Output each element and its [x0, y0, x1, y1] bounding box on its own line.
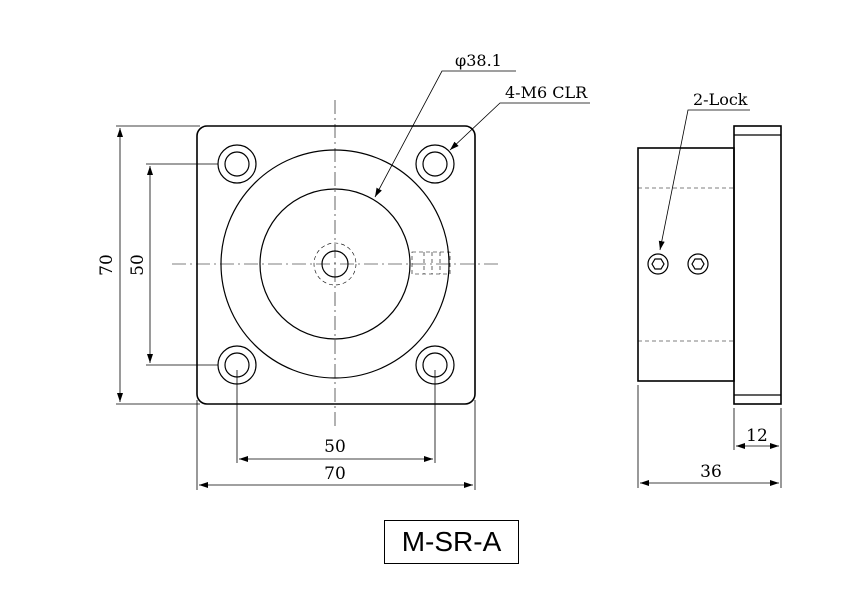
leader-mount-holes	[449, 102, 590, 151]
dim-width-inner: 50	[324, 437, 346, 457]
set-screw-hidden	[411, 251, 451, 275]
side-flange	[733, 125, 782, 405]
label-mount-holes: 4-M6 CLR	[505, 83, 588, 102]
mount-hole-top-right	[415, 144, 455, 184]
leader-bore-diameter	[374, 70, 516, 198]
dim-height-inner: 50	[128, 254, 148, 276]
lock-screw-left	[647, 253, 669, 275]
dim-height-outer: 70	[97, 254, 117, 276]
lock-screw-right	[687, 253, 709, 275]
front-view: 70 50 50 70 φ38.1 4-M6 CLR	[97, 51, 590, 490]
dim-side-flange: 12	[746, 426, 768, 446]
leader-lock	[658, 109, 750, 251]
dim-side-total: 36	[700, 462, 722, 482]
side-view: 2-Lock 12 36	[637, 90, 782, 488]
base-plate	[196, 125, 476, 405]
dim-width-outer: 70	[324, 464, 346, 484]
mount-hole-top-left	[217, 144, 257, 184]
label-lock: 2-Lock	[693, 90, 748, 109]
model-label: M-SR-A	[384, 520, 519, 564]
bore-circle	[259, 188, 411, 340]
center-hole	[313, 242, 357, 286]
label-bore-diameter: φ38.1	[455, 51, 502, 70]
